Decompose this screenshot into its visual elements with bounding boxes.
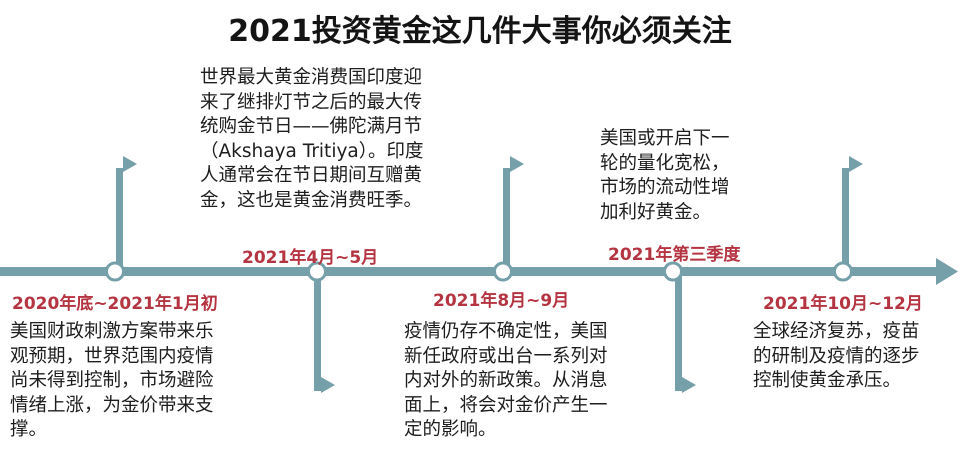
flag-pole-3 (503, 168, 510, 271)
flag-pole-4 (675, 271, 682, 391)
event-period-2: 2021年4月~5月 (242, 248, 379, 268)
event-period-5: 2021年10月~12月 (763, 294, 923, 314)
event-period-4: 2021年第三季度 (608, 245, 741, 265)
page-title: 2021投资黄金这几件大事你必须关注 (228, 14, 732, 49)
flag-pole-1 (116, 168, 123, 271)
event-description-5: 全球经济复苏，疫苗的研制及疫情的逐步控制使黄金承压。 (753, 321, 920, 391)
timeline-node-2 (307, 261, 327, 282)
flag-3 (510, 156, 524, 172)
event-period-3: 2021年8月~9月 (433, 291, 570, 311)
flag-5 (849, 156, 863, 172)
timeline-node-1 (105, 261, 125, 282)
timeline-axis (0, 267, 940, 276)
flag-pole-2 (314, 271, 321, 391)
flag-2 (321, 377, 335, 393)
flag-4 (682, 377, 696, 393)
timeline-node-5 (833, 261, 853, 282)
timeline-arrowhead (936, 258, 958, 285)
timeline-node-3 (493, 261, 513, 282)
flag-1 (123, 156, 137, 172)
event-period-1: 2020年底~2021年1月初 (12, 294, 218, 314)
event-description-3: 疫情仍存不确定性，美国新任政府或出台一系列对内对外的新政策。从消息面上，将会对金… (404, 321, 608, 440)
event-description-2: 世界最大黄金消费国印度迎来了继排灯节之后的最大传统购金节日——佛陀满月节（Aks… (200, 67, 424, 211)
event-description-1: 美国财政刺激方案带来乐观预期，世界范围内疫情尚未得到控制，市场避险情绪上涨，为金… (10, 321, 214, 440)
event-description-4: 美国或开启下一轮的量化宽松，市场的流动性增加利好黄金。 (600, 128, 730, 223)
timeline-node-4 (663, 261, 683, 282)
flag-pole-5 (842, 168, 849, 271)
